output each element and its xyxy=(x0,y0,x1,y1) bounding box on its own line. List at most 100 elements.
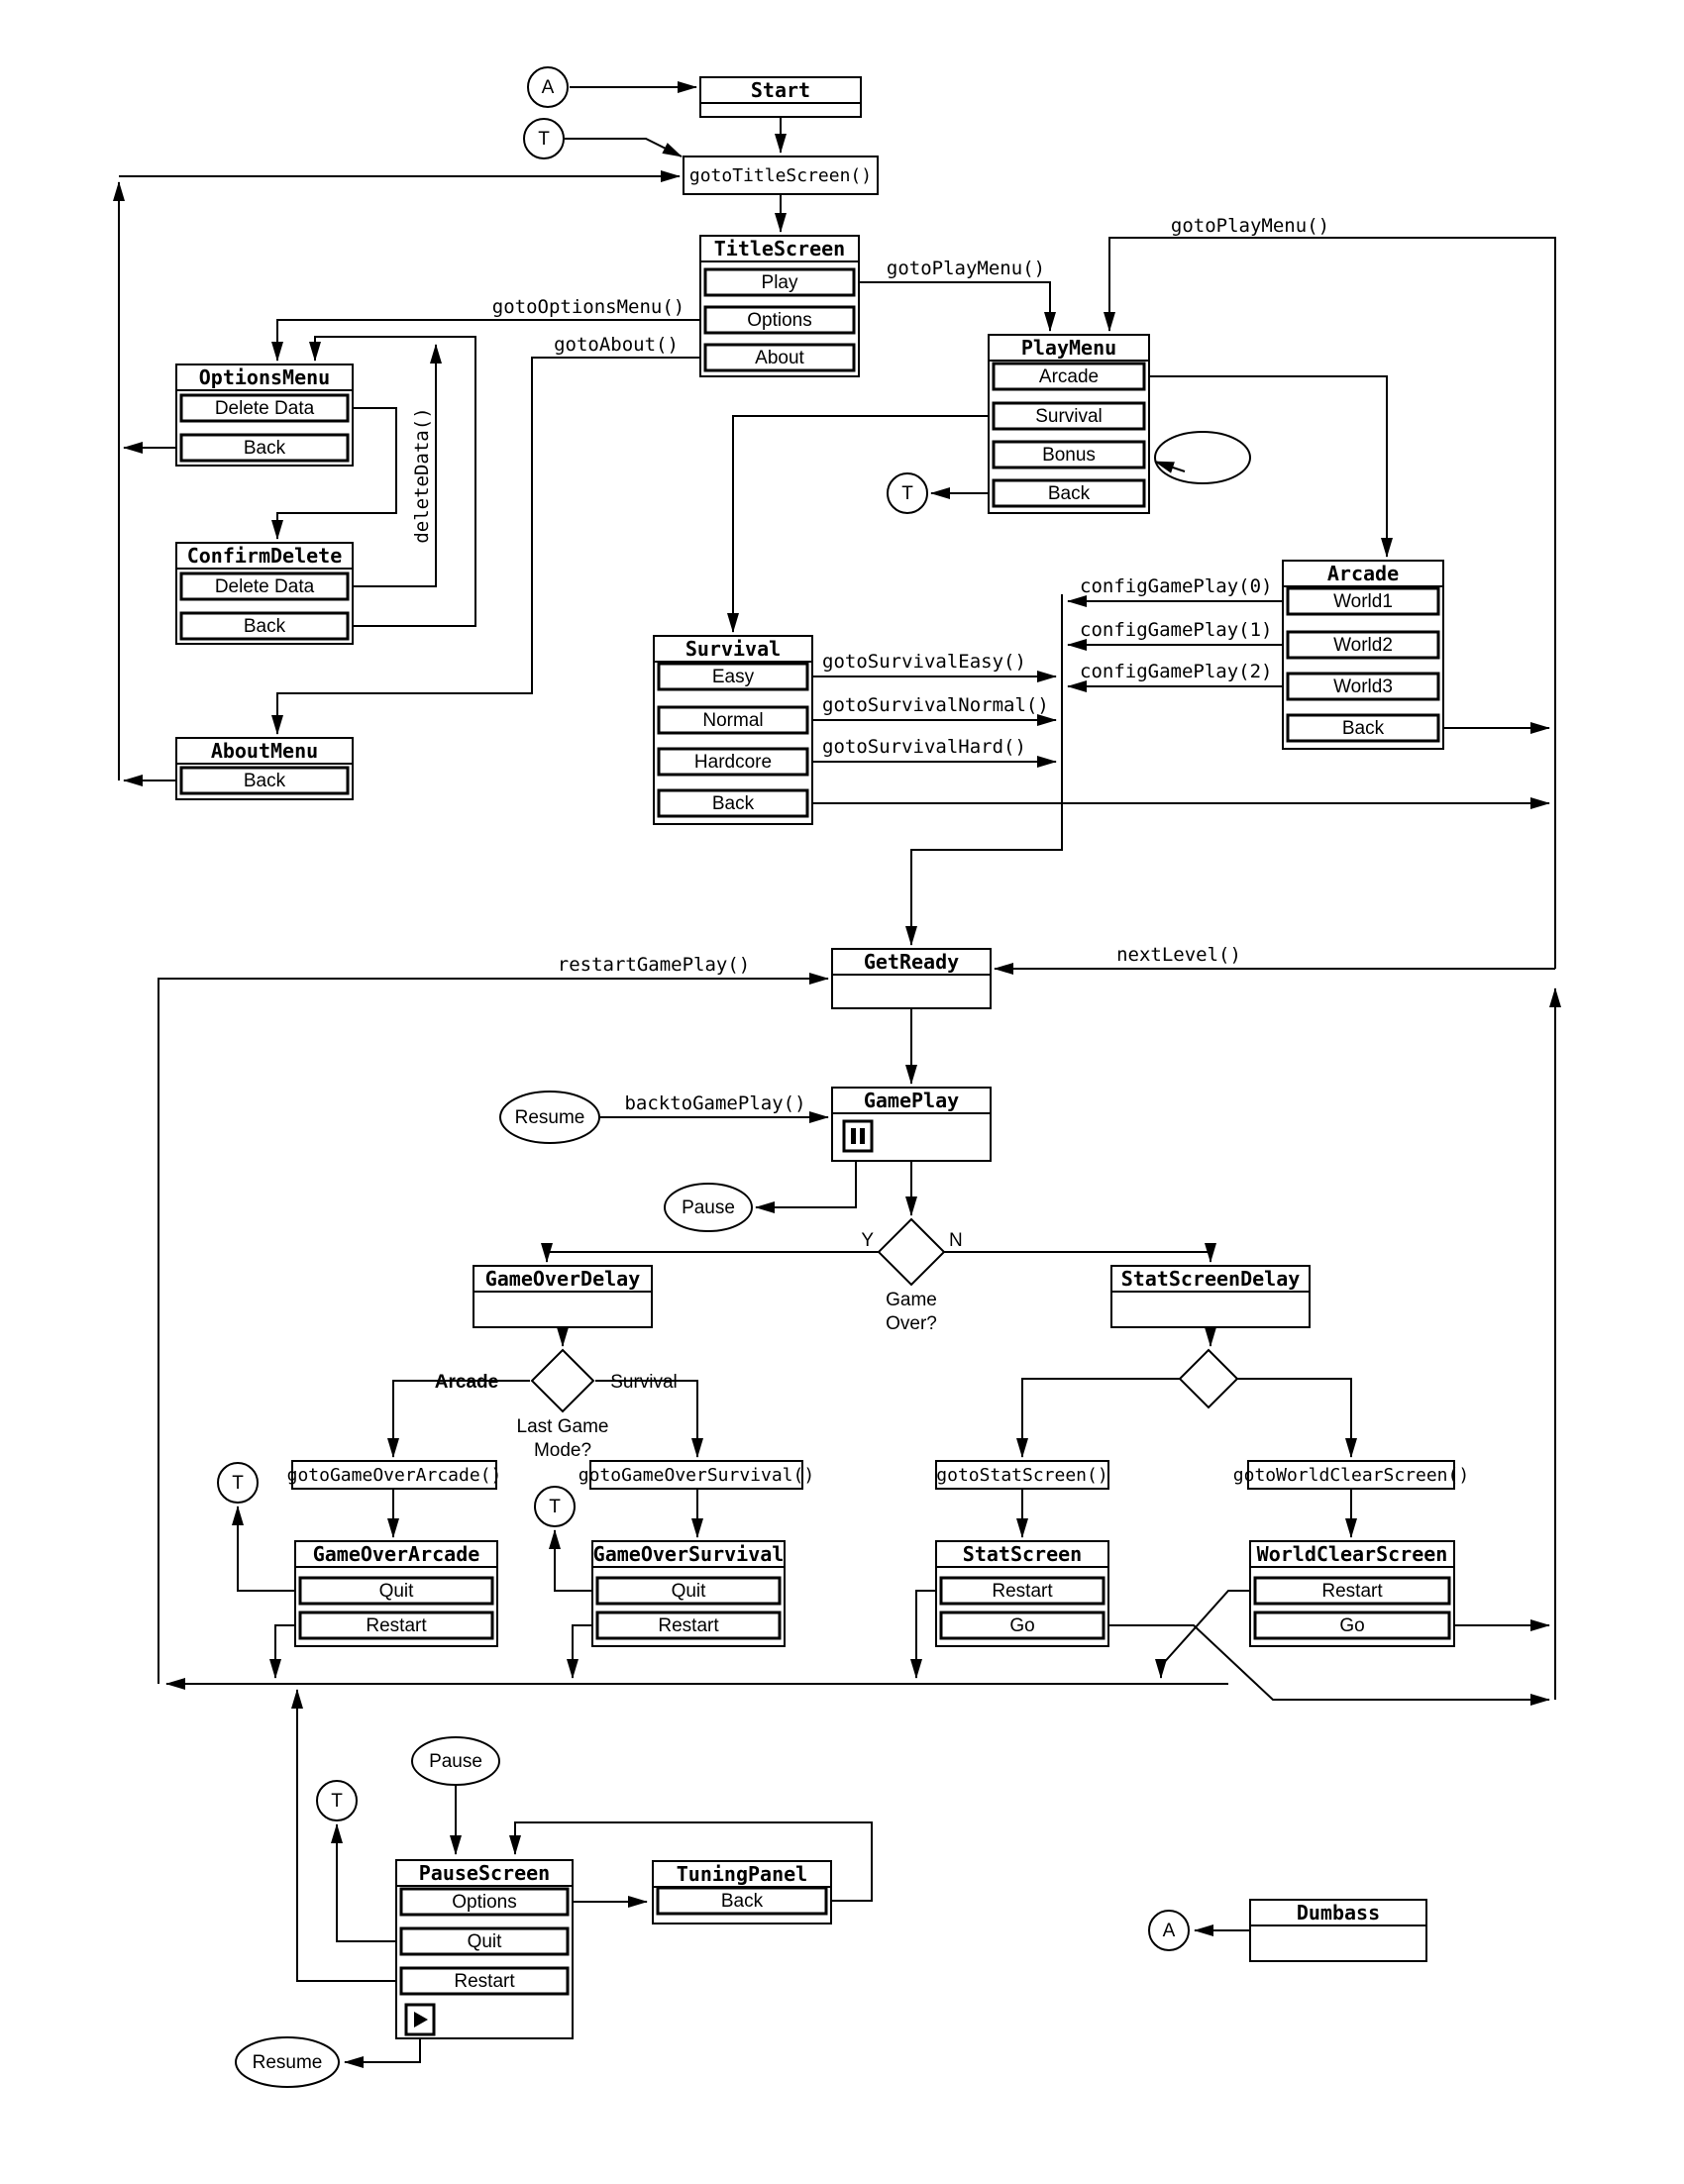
menu-item-label-gameOverArcade-0: Quit xyxy=(379,1581,415,1602)
edge-playmenu-survival xyxy=(727,415,989,633)
edge-label-20: Last Game xyxy=(517,1416,609,1437)
menu-item-pauseScreen-2 xyxy=(399,1966,570,1996)
svg-text:Pause: Pause xyxy=(429,1751,482,1772)
edge-label-14: Y xyxy=(861,1230,874,1251)
svg-text:T: T xyxy=(538,129,550,150)
edge-label-15: N xyxy=(949,1230,963,1251)
menu-item-label-survival-0: Easy xyxy=(712,667,755,687)
menu-item-label-playMenu-1: Survival xyxy=(1035,406,1103,427)
state-title-optionsMenu: OptionsMenu xyxy=(199,365,330,389)
state-title-gameOverDelay: GameOverDelay xyxy=(485,1267,641,1291)
edge-options-to-optionsmenu xyxy=(271,319,700,362)
menu-item-playMenu-0 xyxy=(992,362,1146,391)
menu-item-label-statScreen-1: Go xyxy=(1009,1615,1034,1636)
edge-goa-quit-t xyxy=(232,1506,295,1592)
edge-label-11: restartGamePlay() xyxy=(558,954,750,976)
menu-item-gameOverSurvival-1 xyxy=(595,1611,782,1640)
menu-item-label-aboutMenu-0: Back xyxy=(244,771,286,791)
edge-gos-restart xyxy=(567,1624,592,1679)
edge-label-8: configGamePlay(0) xyxy=(1080,575,1272,597)
event-box-gotoStatScreen: gotoStatScreen() xyxy=(935,1460,1109,1490)
menu-item-confirmDelete-0 xyxy=(179,572,350,601)
state-box-gameOverDelay: GameOverDelay xyxy=(473,1265,653,1328)
edge-decision-y xyxy=(541,1243,879,1263)
terminal-term-t-gameoversurvival: T xyxy=(534,1486,576,1527)
terminal-term-a-bottom: A xyxy=(1148,1910,1190,1951)
menu-item-arcade-2 xyxy=(1286,672,1440,701)
menu-item-survival-2 xyxy=(657,747,809,777)
menu-item-label-survival-3: Back xyxy=(712,793,755,814)
svg-text:T: T xyxy=(901,483,913,504)
menu-item-pauseScreen-1 xyxy=(399,1926,570,1956)
menu-item-pauseScreen-0 xyxy=(399,1887,570,1917)
edge-label-19: Survival xyxy=(610,1372,678,1393)
menu-item-optionsMenu-1 xyxy=(179,433,350,463)
state-box-getReady: GetReady xyxy=(831,948,992,1009)
menu-item-label-survival-2: Hardcore xyxy=(694,752,772,773)
menu-item-arcade-1 xyxy=(1286,630,1440,660)
event-ellipse-evt-pause-mid: Pause xyxy=(664,1183,753,1232)
edge-t-to-gototitle xyxy=(565,138,683,157)
svg-text:A: A xyxy=(542,77,555,98)
edge-mode-arcade xyxy=(387,1380,530,1458)
state-title-start: Start xyxy=(751,78,810,102)
state-box-dumbass: Dumbass xyxy=(1249,1899,1427,1962)
menu-item-gameOverSurvival-0 xyxy=(595,1576,782,1606)
menu-item-gameOverArcade-0 xyxy=(298,1576,494,1606)
edge-label-12: nextLevel() xyxy=(1116,944,1241,966)
terminal-term-a-top: A xyxy=(527,66,569,108)
state-title-arcade: Arcade xyxy=(1327,562,1399,585)
menu-item-label-arcade-3: Back xyxy=(1342,718,1385,739)
edge-bonus-loop-arrow xyxy=(1154,461,1186,473)
menu-item-statScreen-1 xyxy=(939,1611,1105,1640)
edge-bus-to-getready xyxy=(905,594,1063,946)
state-title-survival: Survival xyxy=(685,637,781,661)
event-ellipse-evt-resume-top: Resume xyxy=(499,1091,600,1144)
menu-item-label-arcade-2: World3 xyxy=(1333,676,1393,697)
edge-decision-n xyxy=(944,1243,1216,1263)
edge-cd-back-om xyxy=(309,336,476,627)
menu-item-label-playMenu-0: Arcade xyxy=(1039,366,1099,387)
menu-item-arcade-3 xyxy=(1286,713,1440,743)
menu-item-playMenu-3 xyxy=(992,478,1146,508)
terminal-term-t-top: T xyxy=(523,118,565,159)
edge-label-1: gotoPlayMenu() xyxy=(1171,215,1329,237)
edge-label-9: configGamePlay(1) xyxy=(1080,619,1272,641)
menu-item-gameOverArcade-1 xyxy=(298,1611,494,1640)
menu-item-label-titleScreen-1: Options xyxy=(747,310,811,331)
svg-text:gotoTitleScreen(): gotoTitleScreen() xyxy=(689,165,872,186)
state-title-gameOverArcade: GameOverArcade xyxy=(313,1542,480,1566)
menu-item-optionsMenu-0 xyxy=(179,393,350,423)
menu-item-label-pauseScreen-1: Quit xyxy=(468,1931,503,1952)
edge-label-6: gotoSurvivalNormal() xyxy=(822,694,1049,716)
edge-mode-survival xyxy=(595,1380,703,1458)
svg-text:gotoGameOverArcade(): gotoGameOverArcade() xyxy=(287,1465,502,1486)
menu-item-label-pauseScreen-2: Restart xyxy=(454,1971,515,1992)
edge-ps-restart-collector xyxy=(291,1689,396,1982)
svg-text:gotoStatScreen(): gotoStatScreen() xyxy=(936,1465,1107,1486)
svg-text:Pause: Pause xyxy=(682,1197,735,1218)
edge-stat-right xyxy=(1237,1378,1357,1458)
edge-label-7: gotoSurvivalHard() xyxy=(822,736,1026,758)
menu-item-label-gameOverSurvival-0: Quit xyxy=(672,1581,707,1602)
edge-gos-quit-t xyxy=(549,1529,592,1592)
menu-item-survival-3 xyxy=(657,788,809,818)
state-box-gamePlay: GamePlay xyxy=(831,1087,992,1162)
edge-label-0: gotoPlayMenu() xyxy=(887,258,1045,279)
edge-stat-left xyxy=(1016,1378,1180,1458)
edge-ps-resume xyxy=(344,2038,421,2068)
state-title-titleScreen: TitleScreen xyxy=(714,237,845,260)
state-title-playMenu: PlayMenu xyxy=(1021,336,1116,360)
state-title-getReady: GetReady xyxy=(864,950,959,974)
edge-label-16: Game xyxy=(886,1290,937,1310)
play-icon xyxy=(404,2003,436,2036)
svg-text:Resume: Resume xyxy=(253,2052,323,2073)
edge-label-4: deleteData() xyxy=(411,407,433,543)
state-title-aboutMenu: AboutMenu xyxy=(211,739,318,763)
